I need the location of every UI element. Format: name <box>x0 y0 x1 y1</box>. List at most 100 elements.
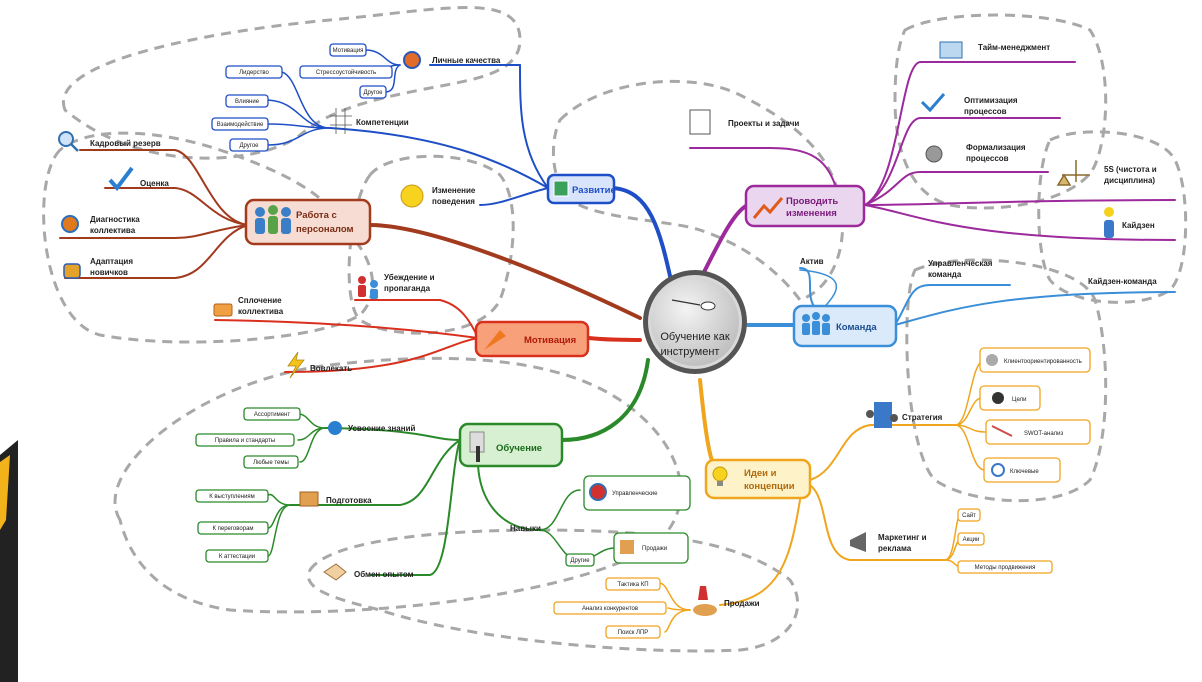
ideas-node[interactable]: Идеи и концепции <box>704 458 812 500</box>
mouse-icon <box>671 299 716 311</box>
behavior-change-node[interactable]: Изменение поведения <box>400 184 476 208</box>
team-building-node[interactable]: Сплочение коллектива <box>213 296 284 317</box>
svg-text:Формализация: Формализация <box>966 143 1026 152</box>
leaf-competitor-analysis[interactable]: Анализ конкурентов <box>553 601 667 615</box>
strategy-node[interactable]: Стратегия <box>866 402 943 428</box>
skills-label[interactable]: Навыки <box>510 524 541 533</box>
asset-label[interactable]: Актив <box>800 257 824 266</box>
svg-text:Идеи и: Идеи и <box>744 468 777 479</box>
leaf-promos[interactable]: Акции <box>957 532 985 546</box>
experience-exchange-node[interactable]: Обмен опытом <box>323 563 414 581</box>
motivation-title: Мотивация <box>524 335 576 346</box>
leaf-kp-tactics[interactable]: Тактика КП <box>605 577 661 591</box>
kaizen-team-label[interactable]: Кайдзен-команда <box>1088 277 1157 286</box>
leaf-site[interactable]: Сайт <box>957 508 981 522</box>
lightbulb-icon <box>712 466 728 486</box>
newcomer-adaptation-node[interactable]: Адаптация новичков <box>63 257 133 279</box>
document-icon <box>689 109 711 135</box>
marketing-node[interactable]: Маркетинг и реклама <box>850 532 927 553</box>
leaf-negotiations[interactable]: К переговорам <box>197 521 269 535</box>
leaf-rules-standards[interactable]: Правила и стандарты <box>195 433 295 447</box>
leaf-attestation[interactable]: К аттестации <box>205 549 269 563</box>
leaf-sales-skills[interactable]: Продажи <box>613 532 689 564</box>
svg-text:Оценка: Оценка <box>140 179 169 188</box>
svg-text:Тайм-менеджмент: Тайм-менеджмент <box>978 43 1050 52</box>
involve-node[interactable]: Вовлекать <box>287 351 352 379</box>
leaf-stress-resistance[interactable]: Стрессоустойчивость <box>299 65 393 79</box>
process-formalization-node[interactable]: Формализация процессов <box>925 143 1026 163</box>
leaf-promo-methods[interactable]: Методы продвижения <box>957 560 1053 574</box>
mgmt-team-label-1[interactable]: Управленческая <box>928 259 993 268</box>
leaf-management-skills[interactable]: Управленческие <box>583 475 691 511</box>
check-arrows-icon <box>920 93 946 113</box>
leaf-lpr-search[interactable]: Поиск ЛПР <box>605 625 661 639</box>
time-management-node[interactable]: Тайм-менеджмент <box>939 41 1050 59</box>
svg-text:Лидерство: Лидерство <box>239 70 269 76</box>
competence-label: Компетенции <box>356 118 409 127</box>
leaf-key[interactable]: Ключевые <box>983 457 1061 483</box>
handshake-icon <box>323 563 347 581</box>
leaf-other-personal[interactable]: Другое <box>359 85 387 99</box>
center-node[interactable]: Обучение как инструмент <box>643 270 747 374</box>
svg-text:Проекты и задачи: Проекты и задачи <box>728 119 799 128</box>
talent-pool-node[interactable]: Кадровый резерв <box>58 131 161 152</box>
leaf-motivation-quality[interactable]: Мотивация <box>329 43 367 57</box>
svg-text:Подготовка: Подготовка <box>326 496 372 505</box>
leaf-other-competence[interactable]: Другое <box>229 138 269 152</box>
leaf-leadership[interactable]: Лидерство <box>225 65 283 79</box>
svg-text:Продажи: Продажи <box>642 546 667 552</box>
process-optimization-node[interactable]: Оптимизация процессов <box>920 93 1018 116</box>
leaf-other-skills[interactable]: Другие <box>565 553 595 567</box>
svg-text:процессов: процессов <box>964 107 1007 116</box>
development-node[interactable]: Развитие <box>546 173 616 205</box>
leaf-assortment[interactable]: Ассортимент <box>243 407 301 421</box>
preparation-node[interactable]: Подготовка <box>299 491 372 507</box>
team-node[interactable]: Команда <box>792 304 898 348</box>
svg-text:концепции: концепции <box>744 481 795 492</box>
evaluation-node[interactable]: Оценка <box>108 166 169 192</box>
competence-node[interactable]: Компетенции <box>330 108 409 134</box>
chart-up-icon <box>752 197 784 219</box>
leaf-swot[interactable]: SWOT-анализ <box>985 419 1091 445</box>
personnel-node[interactable]: Работа с персоналом <box>244 198 372 246</box>
leaf-any-topics[interactable]: Любые темы <box>243 455 299 469</box>
svg-text:Изменение: Изменение <box>432 186 476 195</box>
svg-text:К аттестации: К аттестации <box>219 554 255 560</box>
box-icon <box>299 491 319 507</box>
five-s-node[interactable]: 5S (чистота и дисциплина) <box>1056 160 1157 186</box>
checkmark-icon <box>108 166 134 192</box>
projects-node[interactable]: Проекты и задачи <box>689 109 799 135</box>
leaf-goals[interactable]: Цели <box>979 385 1041 411</box>
kaizen-node[interactable]: Кайдзен <box>1104 207 1155 238</box>
svg-text:Влияние: Влияние <box>235 99 260 105</box>
team-title: Команда <box>836 322 877 333</box>
training-node[interactable]: Обучение <box>458 422 564 468</box>
persuasion-node[interactable]: Убеждение и пропаганда <box>358 273 435 299</box>
leaf-interaction[interactable]: Взаимодействие <box>211 117 269 131</box>
cake-icon <box>213 303 233 317</box>
leaf-influence[interactable]: Влияние <box>225 94 269 108</box>
svg-text:Оптимизация: Оптимизация <box>964 96 1018 105</box>
svg-text:Взаимодействие: Взаимодействие <box>217 121 264 128</box>
target-icon <box>992 392 1004 404</box>
svg-text:Работа с: Работа с <box>296 210 337 221</box>
svg-text:реклама: реклама <box>878 544 912 553</box>
gears-icon <box>925 145 943 163</box>
left-edge-decoration <box>0 440 18 682</box>
change-node[interactable]: Проводить изменения <box>744 184 866 228</box>
leaf-client-orientation[interactable]: Клиентоориентированность <box>979 347 1091 373</box>
mgmt-team-label-2[interactable]: команда <box>928 270 962 279</box>
svg-text:Методы продвижения: Методы продвижения <box>975 565 1036 571</box>
motivation-node[interactable]: Мотивация <box>474 320 590 358</box>
svg-text:коллектива: коллектива <box>90 226 136 235</box>
sales-node[interactable]: Продажи <box>693 586 760 616</box>
team-diagnostics-node[interactable]: Диагностика коллектива <box>61 215 140 235</box>
svg-text:Ключевые: Ключевые <box>1010 469 1039 475</box>
personal-qualities-node[interactable]: Личные качества <box>403 51 501 69</box>
key-circle-icon <box>991 463 1005 477</box>
leaf-presentations[interactable]: К выступлениям <box>195 489 269 503</box>
knowledge-node[interactable]: Усвоение знаний <box>328 421 416 435</box>
svg-text:Проводить: Проводить <box>786 196 838 207</box>
svg-text:Мотивация: Мотивация <box>333 48 364 54</box>
svg-text:Сплочение: Сплочение <box>238 296 282 305</box>
